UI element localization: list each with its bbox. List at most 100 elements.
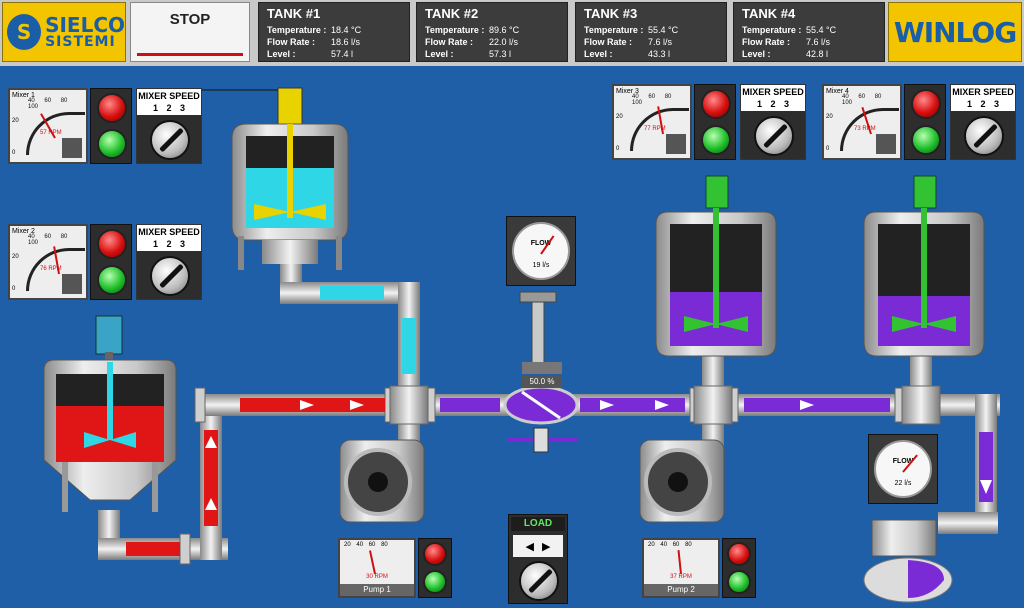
pump-2-gauge: 20 40 60 80 37 RPM Pump 2	[642, 538, 720, 598]
level-value: 57.3 l	[489, 49, 512, 59]
stop-button[interactable]: STOP	[130, 2, 250, 62]
flow-arrow-icon	[205, 436, 217, 448]
speed-knob-area	[137, 115, 201, 163]
gauge-rpm: 77 RPM	[644, 126, 666, 132]
valve-actuator	[519, 291, 557, 303]
load-left-arrow-icon[interactable]: ◀	[525, 540, 534, 553]
gauge-tick: 60	[44, 98, 52, 104]
pipe-segment	[938, 512, 998, 534]
mixer-blade	[684, 316, 716, 332]
tank-2-panel: TANK #2 Temperature :89.6 °C Flow Rate :…	[416, 2, 568, 62]
mixer-blade	[892, 316, 924, 332]
gauge-tick: 0	[826, 146, 830, 152]
temperature-label: Temperature :	[425, 25, 485, 35]
flow-rate-value: 7.6 l/s	[806, 37, 831, 47]
flow-value: 22 l/s	[894, 480, 912, 487]
mixer-1-start-button[interactable]	[97, 129, 127, 159]
valve-percent: 50.0 %	[522, 376, 562, 388]
tank-title: TANK #2	[425, 6, 479, 21]
tank-3-vessel	[655, 175, 777, 357]
mixer-3-buttons	[694, 84, 736, 160]
tank-2-vessel	[202, 87, 349, 270]
flow-rate-value: 7.6 l/s	[648, 37, 673, 47]
temperature-label: Temperature :	[584, 25, 644, 35]
pump-1-stop-button[interactable]	[423, 542, 447, 566]
flow-rate-label: Flow Rate :	[267, 37, 316, 47]
gauge-base	[62, 274, 82, 294]
gauge-needle	[369, 550, 376, 575]
load-right-arrow-icon[interactable]: ▶	[542, 540, 551, 553]
speed-knob-area	[741, 111, 805, 159]
control-valve[interactable]	[503, 291, 579, 453]
mixer-2-gauge: Mixer 2 40 60 80 100 20 0 76 RPM	[8, 224, 88, 300]
load-knob[interactable]	[519, 561, 559, 601]
tank-leg	[336, 236, 342, 270]
mixer-3-speed-panel: MIXER SPEED 1 2 3	[740, 84, 806, 160]
pump-2-stop-button[interactable]	[727, 542, 751, 566]
sielco-logo: S SIELCO SISTEMI	[2, 2, 126, 62]
valve-disc	[521, 390, 561, 420]
mixer-4-stop-button[interactable]	[911, 89, 941, 119]
mixer-blade	[924, 316, 956, 332]
pump-2-start-button[interactable]	[727, 570, 751, 594]
mixer-2-speed-knob[interactable]	[150, 256, 190, 296]
flow-rate-value: 22.0 l/s	[489, 37, 519, 47]
speed-options: 1 2 3	[951, 99, 1015, 109]
mixer-1-speed-panel: MIXER SPEED 1 2 3	[136, 88, 202, 164]
cyan-flow	[402, 318, 416, 374]
mixer-3-stop-button[interactable]	[701, 89, 731, 119]
speed-options: 1 2 3	[741, 99, 805, 109]
flow-arrow-icon	[300, 400, 314, 410]
temperature-value: 55.4 °C	[648, 25, 679, 35]
gauge-base	[666, 134, 686, 154]
temperature-value: 55.4 °C	[806, 25, 837, 35]
red-flow	[204, 430, 218, 526]
mixer-2-start-button[interactable]	[97, 265, 127, 295]
gauge-tick: 20	[12, 118, 19, 124]
gauge-base	[876, 134, 896, 154]
flow-rate-label: Flow Rate :	[584, 37, 633, 47]
gauge-ticks: 40 60 80 100	[632, 94, 690, 106]
logo-line2: SISTEMI	[45, 34, 116, 50]
tank-title: TANK #1	[267, 6, 321, 21]
stop-label: STOP	[169, 11, 211, 28]
mixer-1-speed-knob[interactable]	[150, 120, 190, 160]
gauge-tick: 40	[356, 542, 364, 548]
motor-icon	[95, 315, 123, 355]
liquid-flows	[126, 286, 993, 556]
motor-shaft	[105, 352, 113, 362]
gauge-ticks: 40 60 80 100	[28, 98, 86, 110]
pump-1-start-button[interactable]	[423, 570, 447, 594]
gauge-tick: 60	[858, 94, 866, 100]
tank-4-panel: TANK #4 Temperature :55.4 °C Flow Rate :…	[733, 2, 885, 62]
mixer-shaft	[921, 208, 927, 328]
gauge-ticks: 20 40 60 80	[344, 542, 388, 548]
tank-4-vessel	[863, 175, 985, 357]
mixer-4-speed-knob[interactable]	[964, 116, 1004, 156]
speed-option: 3	[994, 99, 1000, 109]
gauge-tick: 60	[44, 234, 52, 240]
mixer-3-gauge: Mixer 3 40 60 80 100 20 0 77 RPM	[612, 84, 692, 160]
pump-rpm: 30 RPM	[366, 574, 388, 580]
speed-title: MIXER SPEED	[952, 87, 1014, 97]
speed-option: 2	[770, 99, 776, 109]
flow-value: 19 l/s	[532, 262, 550, 269]
outlet-valve-body	[871, 519, 937, 557]
mixer-2-stop-button[interactable]	[97, 229, 127, 259]
load-title: LOAD	[511, 517, 565, 531]
speed-knob-area	[951, 111, 1015, 159]
mixer-1-stop-button[interactable]	[97, 93, 127, 123]
motor-icon	[705, 175, 729, 209]
gauge-tick: 20	[12, 254, 19, 260]
mixer-3-speed-knob[interactable]	[754, 116, 794, 156]
mixer-3-start-button[interactable]	[701, 125, 731, 155]
gauge-tick: 0	[12, 150, 16, 156]
mixer-4-start-button[interactable]	[911, 125, 941, 155]
pump-1-buttons	[418, 538, 452, 598]
flow-label: FLOW	[892, 458, 914, 465]
valve-slider-handle[interactable]	[533, 427, 549, 453]
mixer-1-gauge: Mixer 1 40 60 80 100 20 0 57 RPM	[8, 88, 88, 164]
gauge-name: Mixer 2	[12, 228, 35, 235]
motor-icon	[277, 87, 303, 125]
speed-options: 1 2 3	[137, 103, 201, 113]
